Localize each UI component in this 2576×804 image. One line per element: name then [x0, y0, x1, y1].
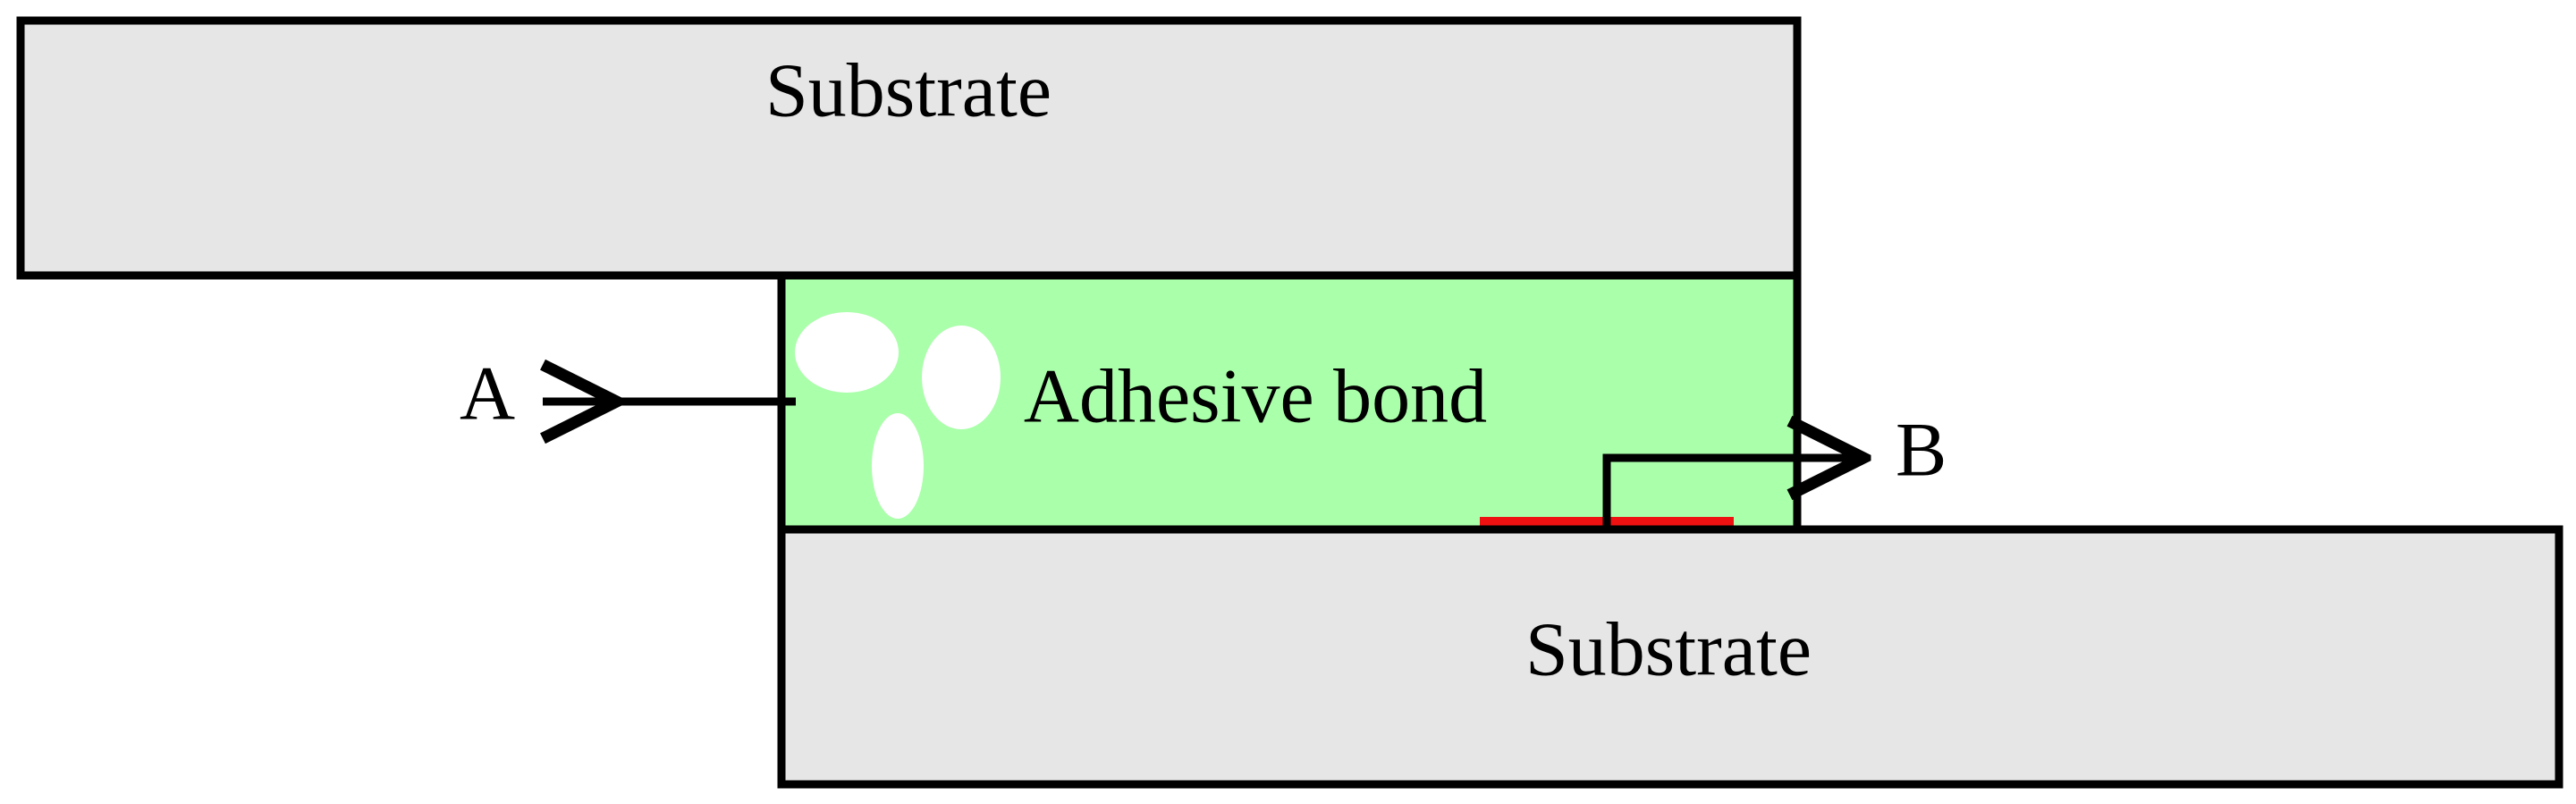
- top-substrate: Substrate: [16, 16, 1802, 280]
- adhesive-bond: Adhesive bond: [777, 271, 1802, 535]
- callout-b-leader-line: [1602, 458, 1863, 526]
- bottom-substrate-label: Substrate: [1525, 606, 1812, 692]
- bottom-substrate: Substrate: [777, 525, 2563, 789]
- void-ellipse-1: [795, 312, 899, 393]
- callout-b: B: [1602, 407, 1947, 526]
- top-substrate-body: [16, 16, 1802, 280]
- void-group: [795, 312, 1001, 519]
- adhesive-bond-label: Adhesive bond: [1024, 353, 1487, 439]
- callout-a: A: [460, 351, 796, 436]
- top-substrate-label: Substrate: [765, 47, 1052, 133]
- callout-b-label: B: [1896, 407, 1947, 493]
- void-ellipse-3: [872, 413, 924, 519]
- callout-a-label: A: [460, 351, 515, 436]
- bottom-substrate-body: [777, 525, 2563, 789]
- void-ellipse-2: [922, 326, 1001, 429]
